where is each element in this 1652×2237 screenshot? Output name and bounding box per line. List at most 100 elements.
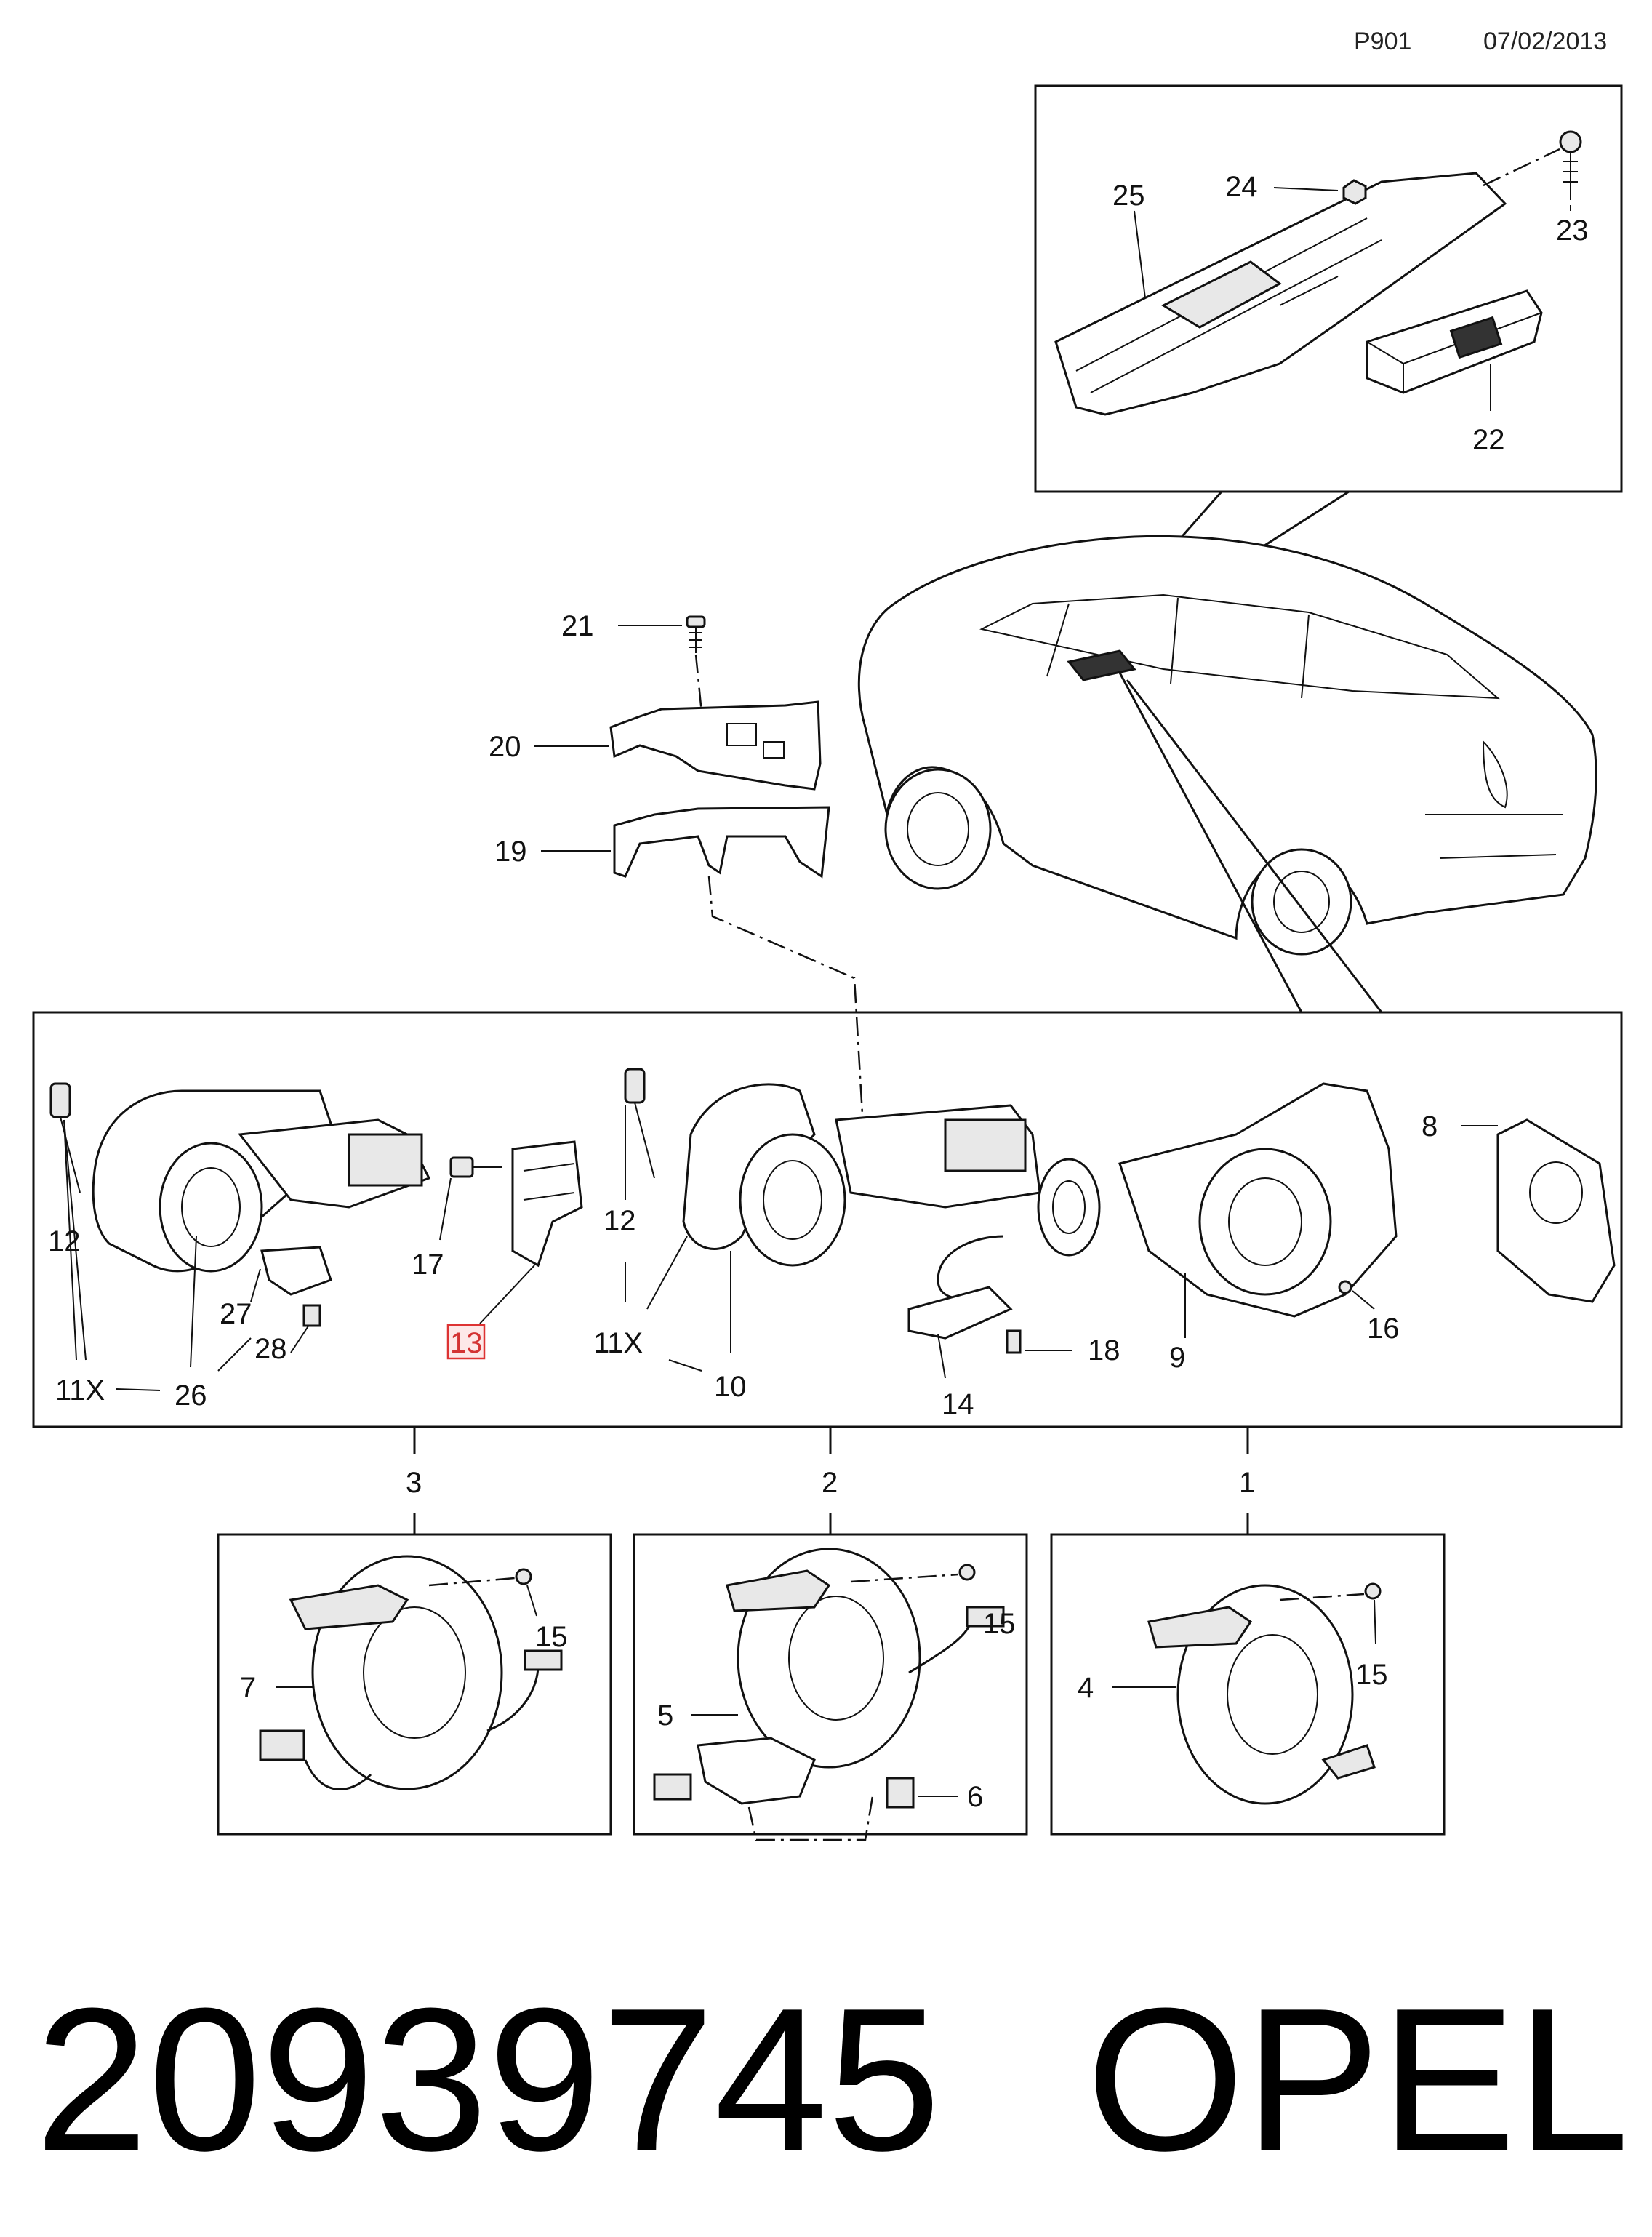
callout-1: 1 <box>1239 1467 1255 1499</box>
callout-26: 26 <box>175 1380 207 1412</box>
callout-19: 19 <box>494 836 527 868</box>
car-pillars <box>1046 597 1310 699</box>
bracket-group-19-21: 21 20 19 <box>489 610 867 1164</box>
switch-part-13 <box>511 1140 583 1268</box>
clock-spring-7-hub <box>363 1606 466 1739</box>
shroud-middle-ring <box>739 1133 846 1267</box>
callout-15-variant-3: 15 <box>535 1621 568 1653</box>
clock-spring-ring <box>1198 1148 1332 1296</box>
leader-13 <box>479 1265 535 1324</box>
rear-wheel-rim <box>1273 871 1330 933</box>
sensor-part-27 <box>260 1246 332 1296</box>
leader-28-b <box>217 1337 252 1372</box>
sensor-8-bore <box>1529 1161 1583 1224</box>
clock-spring-7-harness <box>304 1759 372 1790</box>
bolt-axis <box>1483 148 1560 187</box>
variant-tree: 3 2 1 <box>406 1427 1255 1534</box>
axis-15-variant-2 <box>850 1573 959 1583</box>
page-date: 07/02/2013 <box>1483 28 1608 55</box>
zoom-line-bottom-right <box>1126 679 1383 1013</box>
connector-left <box>348 1133 423 1187</box>
callout-24: 24 <box>1225 171 1258 203</box>
bracket-20-slot <box>763 741 785 759</box>
callout-28: 28 <box>254 1333 287 1365</box>
callout-5: 5 <box>657 1700 673 1732</box>
callout-12-left: 12 <box>48 1225 81 1257</box>
bracket-20-window <box>726 723 757 746</box>
clock-spring-4-tab <box>1321 1744 1376 1780</box>
clock-spring-7-plug <box>524 1649 563 1671</box>
callout-11x-middle: 11X <box>593 1327 643 1359</box>
axis-6 <box>747 1796 874 1841</box>
clock-spring-hub <box>1228 1177 1302 1266</box>
part-number: 20939745 <box>35 1966 941 2193</box>
callout-9: 9 <box>1169 1342 1185 1374</box>
clock-spring-7-connector <box>289 1584 409 1630</box>
clock-spring-5-hub <box>788 1596 884 1721</box>
callout-12-middle: 12 <box>604 1205 636 1237</box>
callout-18: 18 <box>1088 1334 1120 1366</box>
switch-13-detail <box>523 1163 575 1201</box>
leader-12-left-b <box>63 1119 87 1361</box>
bracket-part-20 <box>609 700 822 791</box>
leader-15-variant-1 <box>1374 1599 1376 1644</box>
inset-frame <box>1034 84 1623 493</box>
bolt-middle-12 <box>624 1068 646 1104</box>
clock-spring-9 <box>1118 1082 1398 1318</box>
screw-part-16 <box>1338 1280 1352 1294</box>
callout-3: 3 <box>406 1467 422 1499</box>
callout-23: 23 <box>1556 215 1589 247</box>
callout-25: 25 <box>1112 180 1145 212</box>
front-wheel <box>884 768 992 890</box>
inset-box-electronics: 25 24 23 22 <box>1034 84 1623 493</box>
callout-6: 6 <box>967 1781 983 1813</box>
rear-bumper-lines <box>1425 814 1563 859</box>
leader-25 <box>1134 210 1146 299</box>
screw-part-21 <box>686 615 706 628</box>
main-frame <box>32 1011 1623 1428</box>
clock-spring-5-plug <box>966 1606 1005 1628</box>
rear-logo <box>1482 740 1508 809</box>
variant-box-1: 4 15 <box>1050 1533 1446 1836</box>
callout-8: 8 <box>1422 1111 1438 1142</box>
screw-15-variant-3 <box>515 1568 532 1585</box>
callout-13: 13 <box>450 1327 483 1359</box>
variant-2-frame <box>633 1533 1028 1836</box>
leader-10-a <box>668 1359 702 1372</box>
callout-11x-left: 11X <box>55 1374 105 1406</box>
zoom-line-bottom-left <box>1118 672 1303 1013</box>
connector-middle <box>944 1118 1027 1172</box>
variant-3-frame <box>217 1533 612 1836</box>
front-wheel-rim <box>907 792 969 866</box>
callout-15-variant-2: 15 <box>983 1608 1016 1640</box>
page-code: P901 <box>1354 28 1412 55</box>
rear-wheel <box>1251 848 1352 956</box>
screw-part-17 <box>449 1156 474 1178</box>
column-switch-left <box>49 1082 431 1327</box>
car-body <box>857 535 1597 940</box>
callout-14: 14 <box>942 1388 974 1420</box>
bolt-thread <box>1563 153 1578 200</box>
leader-14 <box>937 1334 946 1379</box>
shroud-ring <box>159 1142 263 1273</box>
callout-16: 16 <box>1367 1313 1400 1345</box>
clock-spring-5-connector <box>726 1569 831 1612</box>
highlight-box-13 <box>446 1324 486 1360</box>
clock-spring-4-connector <box>1147 1606 1253 1649</box>
screw-21-thread <box>689 627 702 653</box>
leader-17 <box>439 1177 452 1241</box>
module-part-14 <box>907 1286 1013 1340</box>
callout-20: 20 <box>489 731 521 763</box>
callout-4: 4 <box>1078 1672 1094 1704</box>
leader-15-variant-3 <box>526 1585 537 1617</box>
leader-26 <box>190 1236 197 1368</box>
car-windows <box>979 593 1500 700</box>
shroud-middle-inner <box>763 1160 822 1240</box>
variant-box-2: 5 15 6 <box>633 1533 1028 1841</box>
callout-21: 21 <box>561 610 594 642</box>
car-component-highlight <box>1067 649 1136 681</box>
bolt-middle-12-axis <box>634 1102 655 1179</box>
variant-box-3: 7 15 <box>217 1533 612 1836</box>
